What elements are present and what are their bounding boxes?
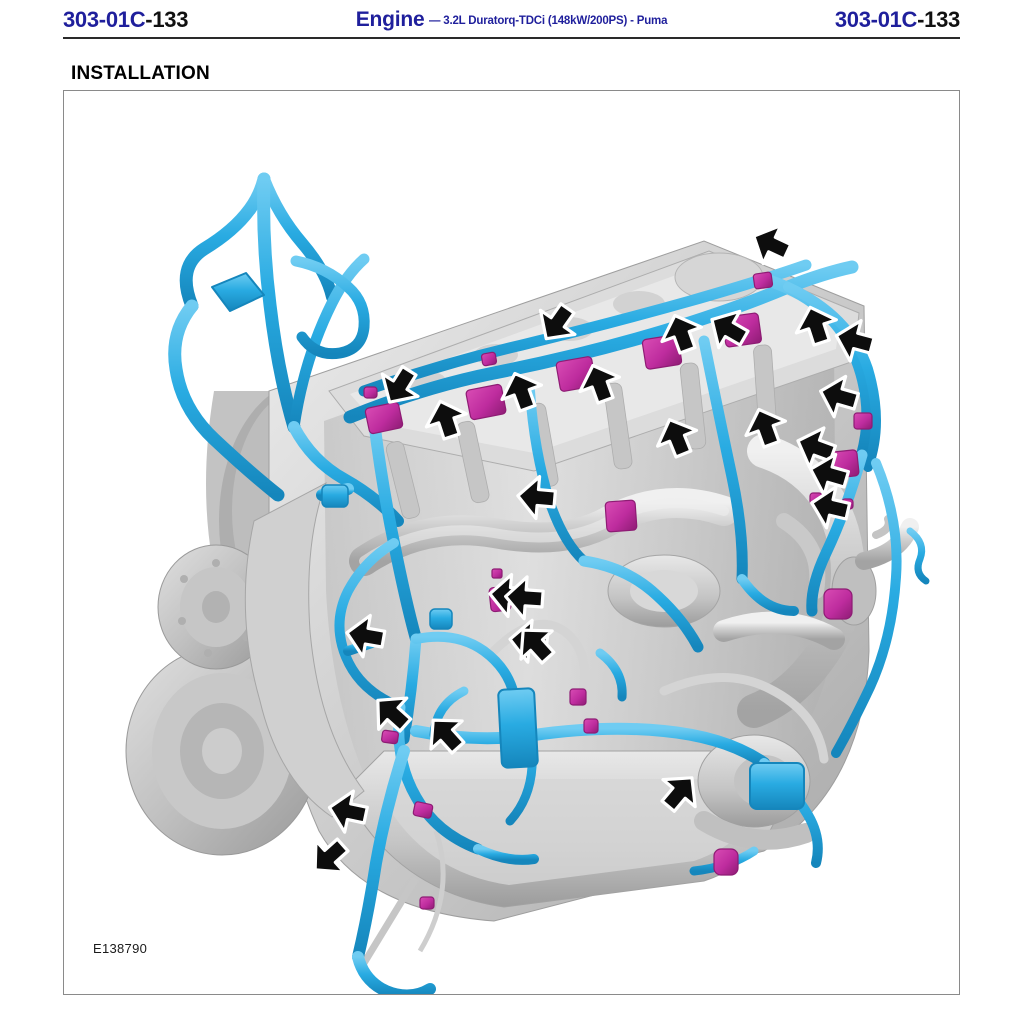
callout-arrow <box>345 613 387 659</box>
connector <box>412 801 434 819</box>
callout-arrow <box>429 718 466 755</box>
header-subtitle: — 3.2L Duratorq-TDCi (148kW/200PS) - Pum… <box>429 15 668 27</box>
connector <box>465 383 507 421</box>
folio-left-section: 303-01C <box>63 7 146 32</box>
folio-right-page: -133 <box>917 7 960 32</box>
callout-arrow <box>796 426 838 470</box>
callout-arrow <box>380 364 420 404</box>
callout-arrow <box>500 371 544 413</box>
figure-frame: E138790 <box>63 90 960 995</box>
connector <box>363 386 378 399</box>
callout-arrow <box>376 696 413 733</box>
harness-retainer <box>429 608 453 630</box>
connector <box>853 412 873 430</box>
accessory-pulley <box>157 544 275 670</box>
callout-arrow <box>744 407 788 449</box>
connector <box>381 729 399 745</box>
callout-arrow <box>313 837 350 874</box>
dipstick-tube <box>360 830 446 967</box>
callout-arrow <box>660 313 704 355</box>
harness-junction-modules <box>321 484 805 810</box>
callout-arrow <box>819 374 861 419</box>
header-title: Engine <box>355 8 425 31</box>
intake-manifold <box>349 488 739 628</box>
folio-left-page: -133 <box>145 7 189 32</box>
callout-arrow <box>809 452 851 497</box>
folio-left: 303-01C-133 <box>63 6 188 34</box>
connector <box>823 588 853 620</box>
connector <box>364 401 404 435</box>
callout-arrow <box>710 309 750 350</box>
timing-cover <box>244 481 365 818</box>
callout-arrow <box>834 318 876 363</box>
connector <box>480 351 498 367</box>
callout-arrow <box>578 363 622 405</box>
figure-id-label: E138790 <box>93 941 148 956</box>
callout-arrow <box>504 575 545 621</box>
folio-right-section: 303-01C <box>834 7 918 32</box>
callout-arrow <box>424 399 468 441</box>
connector <box>419 896 435 910</box>
header-rule <box>63 37 960 39</box>
callout-arrow <box>327 789 369 834</box>
callout-arrow <box>660 776 697 813</box>
connector <box>604 499 638 533</box>
engine-harness-illustration <box>125 172 930 994</box>
callout-arrow <box>538 302 577 341</box>
callout-arrow <box>752 223 793 266</box>
callout-arrow <box>516 475 557 521</box>
harness-clip <box>321 484 349 508</box>
connector <box>752 271 774 290</box>
callout-arrow <box>655 418 699 459</box>
connector <box>583 718 599 734</box>
harness-junction-block <box>749 762 805 810</box>
connector <box>569 688 587 706</box>
callout-arrow <box>810 485 852 530</box>
connector <box>491 568 503 579</box>
page-title: INSTALLATION <box>71 62 210 84</box>
callout-arrows <box>313 223 876 874</box>
connector <box>713 848 739 876</box>
folio-right: 303-01C-133 <box>835 6 960 34</box>
engine-control-connector-box <box>497 687 539 769</box>
header-center: Engine — 3.2L Duratorq-TDCi (148kW/200PS… <box>63 6 960 37</box>
callout-arrow <box>794 305 838 347</box>
page-header: 303-01C-133 Engine — 3.2L Duratorq-TDCi … <box>63 6 960 36</box>
callout-arrow <box>519 628 556 665</box>
